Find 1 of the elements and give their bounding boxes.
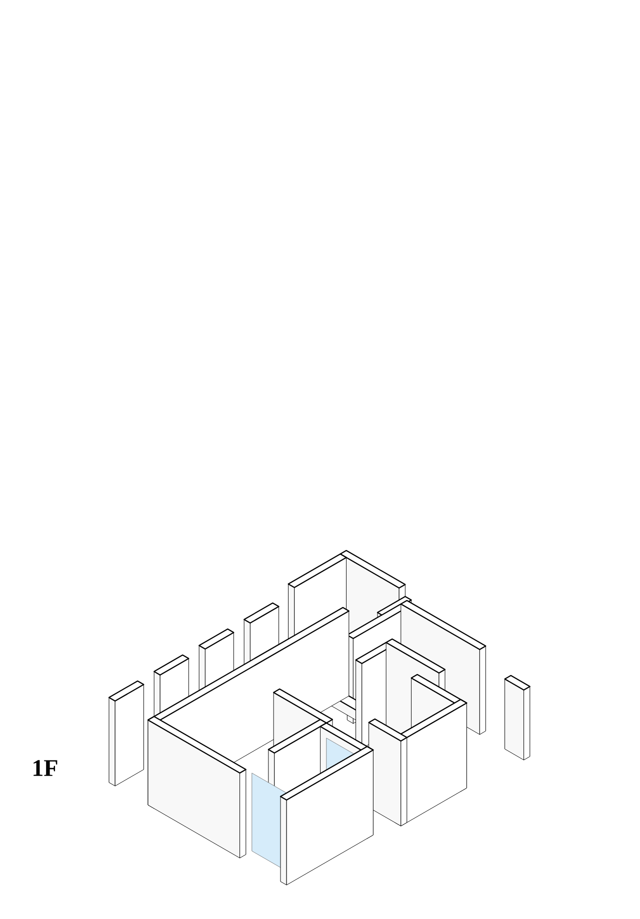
floor-label: 1F — [34, 760, 58, 776]
